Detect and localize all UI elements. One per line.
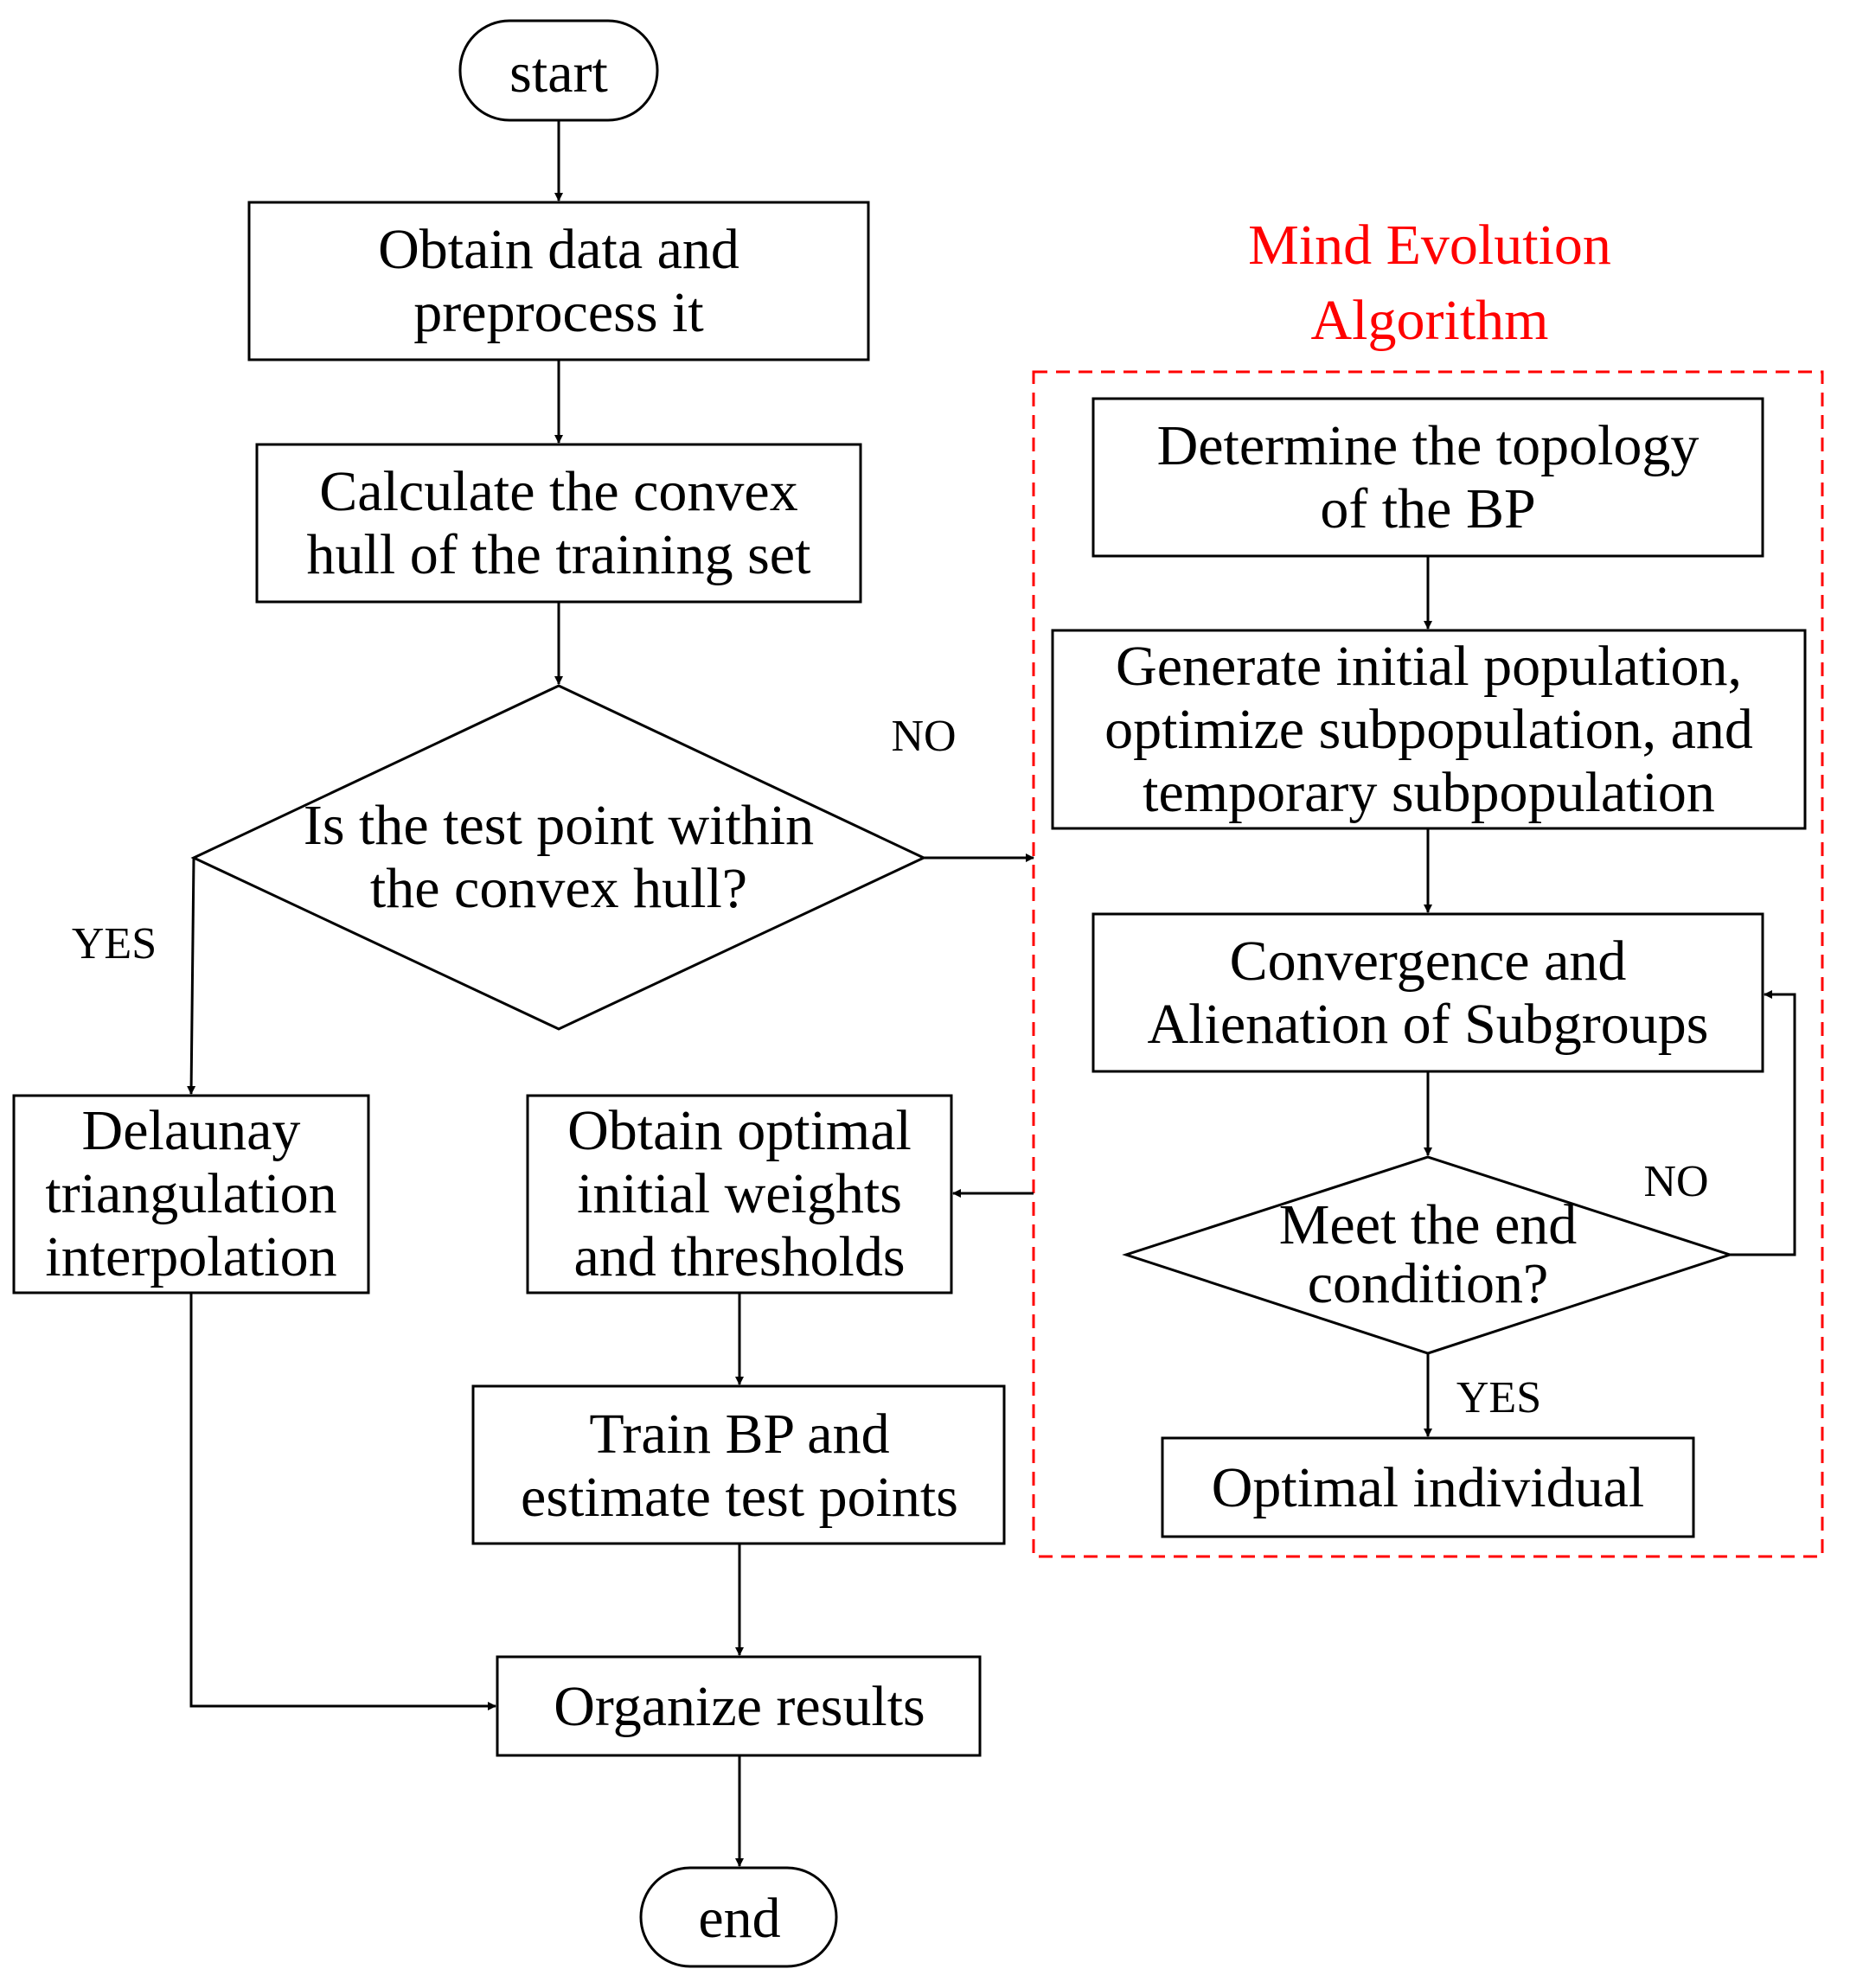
hull-no-label: NO xyxy=(891,712,956,761)
train-bp-line-1: Train BP and xyxy=(589,1403,889,1466)
obtain-optimal-box xyxy=(526,1094,953,1294)
mind-evolution-group-box xyxy=(1032,370,1824,1558)
arrow-condition-no-loop xyxy=(1730,990,1796,1256)
hull-decision-line-2: the convex hull? xyxy=(370,857,747,920)
generate-line-1: Generate initial population, xyxy=(1116,635,1742,698)
topology-line-1: Determine the topology xyxy=(1157,414,1700,477)
start-label: start xyxy=(509,42,608,105)
optimal-individual-box xyxy=(1161,1436,1695,1538)
obtain-optimal-line-1: Obtain optimal xyxy=(567,1099,912,1162)
end-label: end xyxy=(698,1887,780,1950)
hull-decision-line-1: Is the test point within xyxy=(304,794,814,857)
obtain-data-box xyxy=(247,201,870,361)
group-title-line-2: Algorithm xyxy=(1311,289,1549,352)
topology-box xyxy=(1091,397,1764,558)
end-yes-label: YES xyxy=(1456,1373,1541,1422)
delaunay-line-1: Delaunay xyxy=(82,1099,301,1162)
generate-line-3: temporary subpopulation xyxy=(1143,761,1715,824)
organize-results-box xyxy=(496,1655,982,1757)
generate-population-box xyxy=(1051,629,1807,830)
end-condition-line-1: Meet the end xyxy=(1279,1193,1578,1256)
train-bp-line-2: estimate test points xyxy=(521,1466,958,1529)
hull-decision-diamond xyxy=(190,684,927,1031)
obtain-optimal-line-3: and thresholds xyxy=(573,1225,905,1288)
obtain-data-line-2: preprocess it xyxy=(413,281,703,344)
delaunay-line-2: triangulation xyxy=(45,1162,336,1225)
generate-line-2: optimize subpopulation, and xyxy=(1104,698,1753,761)
group-title-line-1: Mind Evolution xyxy=(1248,214,1611,277)
convex-hull-line-2: hull of the training set xyxy=(307,523,811,586)
convergence-box xyxy=(1091,912,1764,1073)
obtain-optimal-line-2: initial weights xyxy=(577,1162,902,1225)
arrow-decision-yes xyxy=(187,857,196,1095)
topology-line-2: of the BP xyxy=(1320,477,1535,540)
arrow-delaunay-to-organize xyxy=(189,1293,496,1710)
end-terminal xyxy=(639,1866,838,1968)
obtain-data-line-1: Obtain data and xyxy=(378,218,739,281)
hull-yes-label: YES xyxy=(72,919,157,968)
optimal-individual-label: Optimal individual xyxy=(1212,1456,1644,1519)
delaunay-line-3: interpolation xyxy=(45,1225,336,1288)
train-bp-box xyxy=(471,1384,1006,1545)
convex-hull-box xyxy=(255,443,862,604)
end-condition-line-2: condition? xyxy=(1308,1252,1549,1315)
end-no-label: NO xyxy=(1643,1157,1708,1206)
convergence-line-2: Alienation of Subgroups xyxy=(1148,993,1709,1056)
convergence-line-1: Convergence and xyxy=(1230,930,1627,993)
delaunay-box xyxy=(12,1094,370,1294)
organize-results-label: Organize results xyxy=(554,1675,925,1738)
convex-hull-line-1: Calculate the convex xyxy=(319,460,797,523)
